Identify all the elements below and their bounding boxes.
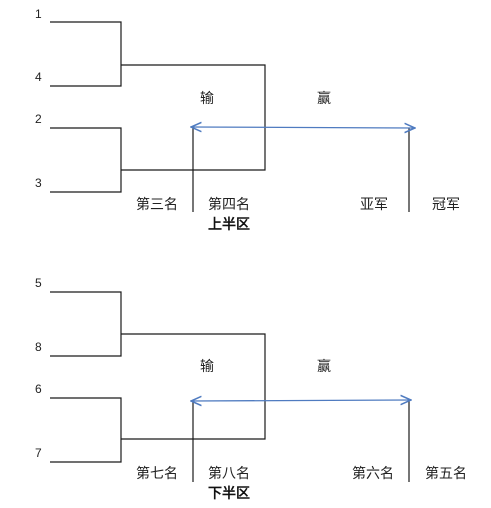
upper-half-bracket: 1 4 2 3 输 赢 第三名 第四名 亚军 冠军 上半区	[35, 7, 460, 233]
match-bracket-1-4	[50, 21, 122, 87]
double-arrow	[191, 400, 411, 401]
lower-half-bracket: 5 8 6 7 输 赢 第七名 第八名 第六名 第五名 下半区	[35, 276, 467, 502]
place-label: 第七名	[136, 465, 178, 482]
seed-label: 5	[35, 276, 42, 290]
double-arrow	[191, 127, 415, 128]
seed-label: 4	[35, 70, 42, 84]
place-label: 第八名	[208, 465, 250, 482]
place-label: 第五名	[425, 465, 467, 482]
section-title: 上半区	[208, 216, 250, 233]
place-label: 第六名	[352, 465, 394, 482]
seed-label: 3	[35, 176, 42, 190]
seed-label: 2	[35, 112, 42, 126]
lose-label: 输	[200, 359, 214, 375]
place-label: 冠军	[432, 197, 460, 213]
seed-label: 7	[35, 446, 42, 460]
section-title: 下半区	[208, 485, 250, 502]
match-bracket-2-3	[50, 127, 122, 193]
match-bracket-5-8	[50, 291, 122, 357]
lose-label: 输	[200, 91, 214, 107]
seed-label: 8	[35, 340, 42, 354]
place-label: 第三名	[136, 196, 178, 213]
win-label: 赢	[317, 90, 331, 107]
match-bracket-6-7	[50, 397, 122, 463]
place-label: 亚军	[360, 197, 388, 213]
place-label: 第四名	[208, 196, 250, 213]
seed-label: 6	[35, 382, 42, 396]
win-label: 赢	[317, 358, 331, 375]
seed-label: 1	[35, 7, 42, 21]
